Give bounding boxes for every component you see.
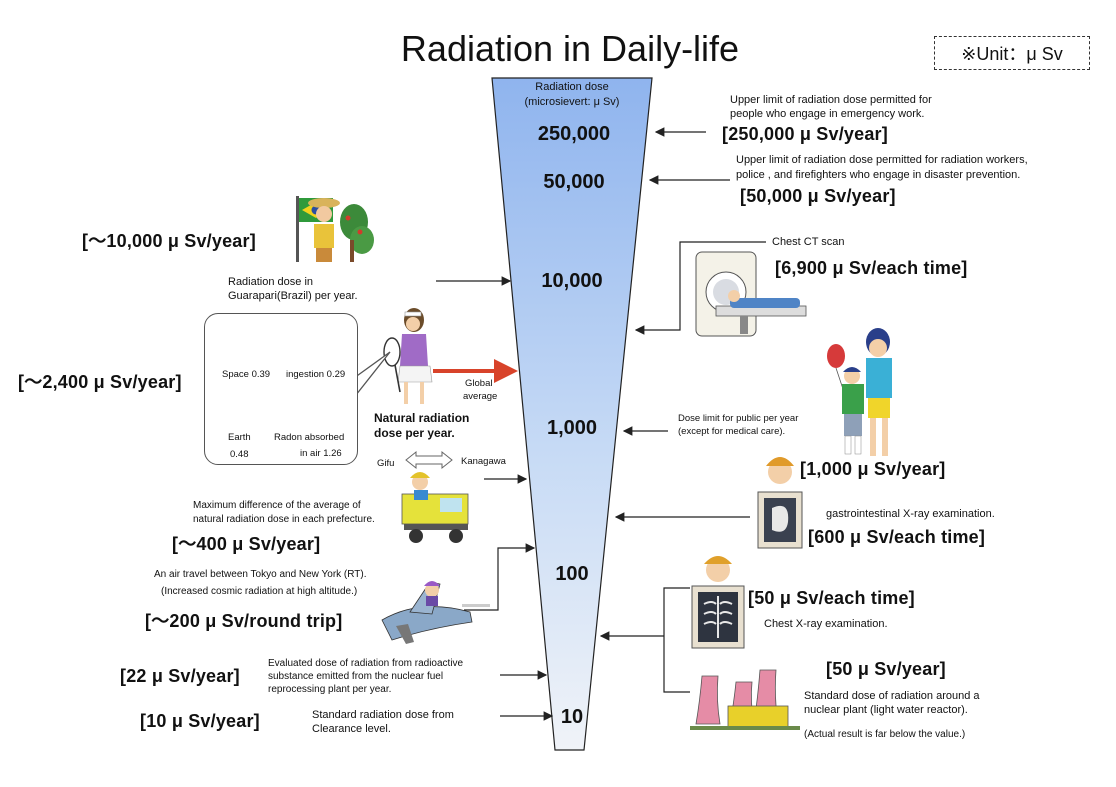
chest-xray-value: [50 μ Sv/each time] [748, 588, 915, 608]
brazil-desc-line1: Radiation dose in [228, 276, 314, 288]
nuclear-plant-value: [50 μ Sv/year] [826, 659, 946, 679]
truck-illustration [401, 472, 469, 543]
bubble-tail [351, 351, 391, 401]
nuclear-plant-desc-line2: nuclear plant (light water reactor). [804, 704, 968, 716]
clearance-desc-line2: Clearance level. [312, 723, 391, 735]
earth-value: 0.48 [230, 449, 249, 460]
emergency-value: [250,000 μ Sv/year] [722, 124, 888, 144]
air-travel-desc-line1: An air travel between Tokyo and New York… [154, 569, 367, 580]
global-average-line2: average [463, 391, 498, 402]
brazil-illustration [296, 196, 374, 262]
brazil-desc-line2: Guarapari(Brazil) per year. [228, 290, 358, 302]
gi-xray-value: [600 μ Sv/each time] [808, 527, 986, 547]
axis-tick-100: 100 [555, 563, 589, 585]
axis-header-line2: (microsievert: μ Sv) [524, 96, 620, 108]
nuclear-plant-desc-line3: (Actual result is far below the value.) [804, 729, 966, 740]
brazil-value: [～10,000 μ Sv/year] [82, 231, 256, 251]
reprocessing-desc-line1: Evaluated dose of radiation from radioac… [268, 658, 464, 669]
air-travel-value: [～200 μ Sv/round trip] [145, 611, 343, 631]
radon-value: in air 1.26 [300, 448, 342, 459]
kanagawa-label: Kanagawa [461, 456, 506, 467]
airplane-illustration [381, 581, 490, 644]
radon-label: Radon absorbed [274, 432, 345, 443]
gi-xray-label: gastrointestinal X-ray examination. [826, 508, 995, 520]
axis-tick-10000: 10,000 [541, 270, 603, 292]
natural-radiation-bubble [204, 313, 358, 465]
axis-tick-250000: 250,000 [537, 123, 611, 145]
prefecture-desc-line2: natural radiation dose in each prefectur… [193, 514, 375, 525]
clearance-desc-line1: Standard radiation dose from [312, 709, 454, 721]
workers-value: [50,000 μ Sv/year] [740, 186, 896, 206]
reprocessing-desc-line3: reprocessing plant per year. [268, 684, 392, 695]
page-title: Radiation in Daily-life [400, 28, 740, 69]
space-label: Space 0.39 [222, 369, 271, 380]
emergency-desc-line2: people who engage in emergency work. [730, 108, 925, 120]
global-average-line1: Global [465, 378, 493, 389]
emergency-desc-line1: Upper limit of radiation dose permitted … [730, 94, 932, 106]
public-limit-desc-line2: (except for medical care). [678, 426, 786, 437]
axis-header-line1: Radiation dose [535, 81, 609, 93]
prefecture-value: [～400 μ Sv/year] [172, 534, 321, 554]
reprocessing-desc-line2: substance emitted from the nuclear fuel [268, 671, 444, 682]
axis-tick-50000: 50,000 [543, 171, 605, 193]
axis-tick-1000: 1,000 [546, 417, 598, 439]
public-limit-desc-line1: Dose limit for public per year [678, 413, 799, 424]
air-travel-desc-line2: (Increased cosmic radiation at high alti… [161, 586, 358, 597]
nuclear-plant-desc-line1: Standard dose of radiation around a [804, 690, 980, 702]
left-arrows [436, 276, 554, 721]
nuclear-plant-illustration [690, 669, 800, 730]
tennis-girl-illustration [383, 308, 433, 404]
prefecture-desc-line1: Maximum difference of the average of [193, 500, 361, 511]
ct-scan-value: [6,900 μ Sv/each time] [775, 258, 968, 278]
natural-radiation-value: [～2,400 μ Sv/year] [18, 372, 182, 392]
family-illustration [827, 328, 892, 456]
clearance-value: [10 μ Sv/year] [140, 711, 260, 731]
workers-desc-line2: police , and firefighters who engage in … [736, 169, 1021, 181]
natural-desc-line1: Natural radiation [374, 411, 470, 425]
public-limit-value: [1,000 μ Sv/year] [800, 459, 946, 479]
gi-xray-illustration [757, 457, 803, 549]
natural-desc-line2: dose per year. [374, 426, 455, 440]
chest-xray-illustration [691, 556, 745, 649]
workers-desc-line1: Upper limit of radiation dose permitted … [736, 154, 1028, 166]
gifu-label: Gifu [377, 458, 395, 469]
ct-scan-label: Chest CT scan [772, 236, 845, 248]
gifu-kanagawa-arrow [405, 450, 453, 470]
earth-label: Earth [228, 432, 251, 443]
unit-box: ※Unit：μ Sv [934, 36, 1090, 70]
ct-scanner-illustration [695, 251, 807, 337]
dose-funnel [491, 77, 653, 751]
right-arrows [599, 127, 766, 693]
ingestion-label: ingestion 0.29 [286, 369, 346, 380]
axis-tick-10: 10 [560, 706, 584, 728]
chest-xray-label: Chest X-ray examination. [764, 618, 888, 630]
reprocessing-value: [22 μ Sv/year] [120, 666, 240, 686]
